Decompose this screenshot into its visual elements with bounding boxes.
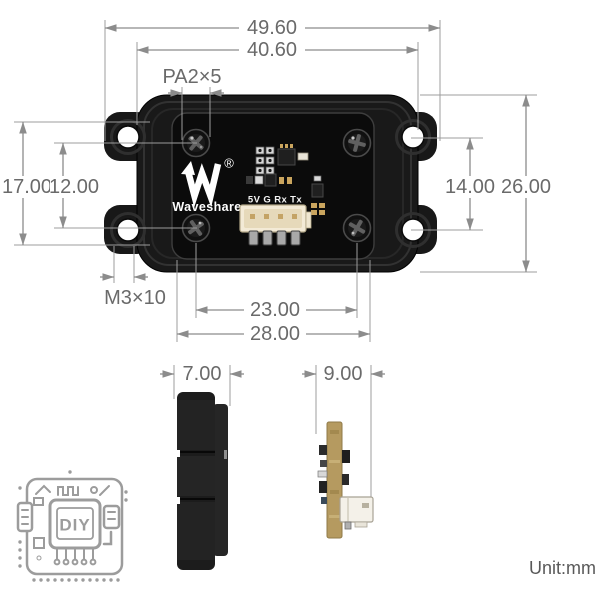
dim-pcb-thickness-label: 9.00 <box>324 363 363 385</box>
enclosure-band-mid <box>177 456 215 496</box>
mount-hole-top-left <box>110 119 146 155</box>
dim-pcb-thickness: 9.00 <box>302 363 385 503</box>
pcb-screw-label: PA2×5 <box>162 66 221 88</box>
pcb-screws <box>181 128 372 243</box>
enclosure-notch-2 <box>175 497 180 504</box>
enclosure-band-top <box>177 400 215 450</box>
brand-text: Waveshare <box>172 200 241 214</box>
waveshare-w-mark <box>184 163 222 208</box>
dim-hole-pitch-v: 14.00 <box>411 137 495 231</box>
dim-hole-outer-span: 17.00 <box>2 121 150 246</box>
dim-hole-pitch-v-label: 14.00 <box>445 176 495 198</box>
diy-side-connectors <box>16 501 121 561</box>
enclosure-glint <box>224 450 227 459</box>
dim-screw-spacing-v-label: 12.00 <box>49 176 99 198</box>
mount-hole-label: M3×10 <box>104 287 166 309</box>
dim-pcb-width-label: 28.00 <box>250 323 300 345</box>
pin-labels-silk: 5V G Rx Tx <box>248 195 302 206</box>
dim-body-width: 40.60 <box>136 39 419 130</box>
registered-mark: ® <box>224 156 234 171</box>
component-cluster <box>246 144 325 215</box>
jst-connector <box>239 204 312 246</box>
diy-chip-pins <box>53 547 97 566</box>
enclosure-notch-1 <box>175 450 180 457</box>
main-ic <box>277 144 296 166</box>
waveshare-arrowhead <box>181 161 195 175</box>
smd-row <box>246 173 292 187</box>
dim-screw-spacing-h: 23.00 <box>195 243 358 321</box>
diy-dot-rows <box>18 470 128 582</box>
pcb-texture-1 <box>330 430 339 434</box>
dim-body-width-label: 40.60 <box>247 39 297 61</box>
jst-pin-top-2 <box>264 214 269 219</box>
callout-mount-hole: M3×10 <box>100 246 166 309</box>
module-ridge-outer <box>143 101 412 266</box>
pcb-texture-3 <box>330 490 339 494</box>
dim-body-height: 26.00 <box>420 94 553 273</box>
diy-traces-top <box>33 484 110 506</box>
callout-pcb-screw: PA2×5 <box>162 66 224 140</box>
dim-overall-width-label: 49.60 <box>247 17 297 39</box>
jst-pin-top-4 <box>292 214 297 219</box>
dim-enclosure-thickness: 7.00 <box>160 363 244 406</box>
unit-label: Unit:mm <box>529 558 596 578</box>
mount-hole-bottom-left <box>110 212 146 248</box>
top-view-module: ® Waveshare <box>104 94 437 273</box>
dim-hole-outer-span-label: 17.00 <box>2 176 52 198</box>
waveshare-logo: ® Waveshare <box>172 156 241 215</box>
dim-screw-spacing-h-label: 23.00 <box>250 299 300 321</box>
dim-screw-spacing-v: 12.00 <box>49 142 197 229</box>
jst-cavity <box>244 209 302 228</box>
diy-label: DIY <box>59 516 90 535</box>
side-view-pcb: 9.00 <box>302 363 385 539</box>
mount-hole-top-right <box>395 119 431 155</box>
jst-pin-top-1 <box>250 214 255 219</box>
side-view-enclosure: 7.00 <box>160 363 244 570</box>
pcb-texture-2 <box>329 460 340 463</box>
pcb-edge-components-right <box>342 450 350 485</box>
dim-pcb-width: 28.00 <box>176 260 371 345</box>
jst-tab <box>305 211 312 229</box>
pcb-screw-top-right <box>342 128 372 158</box>
diy-chip-inner <box>56 507 94 540</box>
dim-body-height-label: 26.00 <box>501 176 551 198</box>
pcb-screw-bottom-right <box>342 213 372 243</box>
enclosure-back-plate <box>213 404 228 556</box>
smd-resistor <box>297 152 309 161</box>
pcb-texture-4 <box>329 515 340 518</box>
jst-bottom-pins <box>248 230 301 246</box>
diy-stamp: DIY <box>16 470 128 582</box>
pcb-edge-connector <box>339 496 374 530</box>
jst-pin-top-3 <box>278 214 283 219</box>
dimension-annotations: 49.60 40.60 PA2×5 17.00 <box>2 17 553 345</box>
dim-enclosure-thickness-label: 7.00 <box>183 363 222 385</box>
enclosure-band-bottom <box>177 502 215 560</box>
pcb-edge-components-left <box>317 445 328 504</box>
side-components <box>311 175 325 215</box>
header-pads-2x3 <box>255 146 275 175</box>
dim-overall-width: 49.60 <box>104 17 441 141</box>
